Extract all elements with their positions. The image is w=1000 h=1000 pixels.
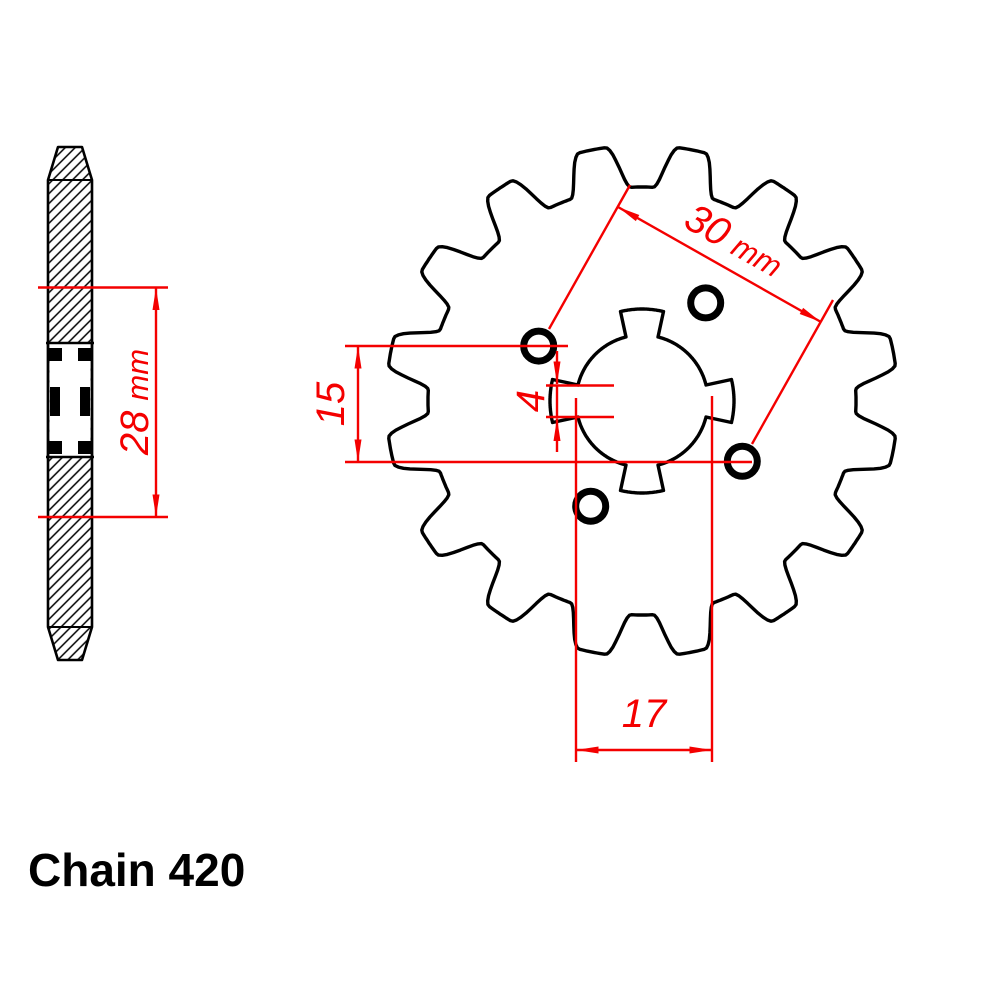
spline-section-block: [78, 441, 91, 454]
extension-line: [547, 184, 632, 330]
bolt-hole: [572, 487, 610, 525]
chain-type-label: Chain 420: [28, 844, 245, 896]
spline-section-block: [80, 387, 90, 416]
sprocket-side-view: [46, 145, 94, 662]
dim-28mm-label: 28mm: [113, 349, 157, 456]
dim-28mm: 28mm: [38, 286, 168, 519]
dimension-line: [617, 205, 822, 324]
spline-section-block: [50, 387, 60, 416]
sprocket-front-view: [387, 146, 897, 656]
splined-bore: [548, 307, 736, 495]
spline-section-block: [78, 348, 91, 361]
dim-17-label: 17: [622, 692, 668, 736]
dim-15: 15: [309, 344, 752, 464]
extension-line: [750, 299, 835, 445]
dim-4-label: 4: [509, 390, 553, 412]
dim-15-label: 15: [309, 381, 353, 426]
spline-section-block: [49, 441, 62, 454]
spline-section-block: [49, 348, 62, 361]
bolt-hole: [687, 284, 725, 322]
dim-4: 4: [509, 351, 614, 452]
dim-17: 17: [574, 396, 714, 762]
